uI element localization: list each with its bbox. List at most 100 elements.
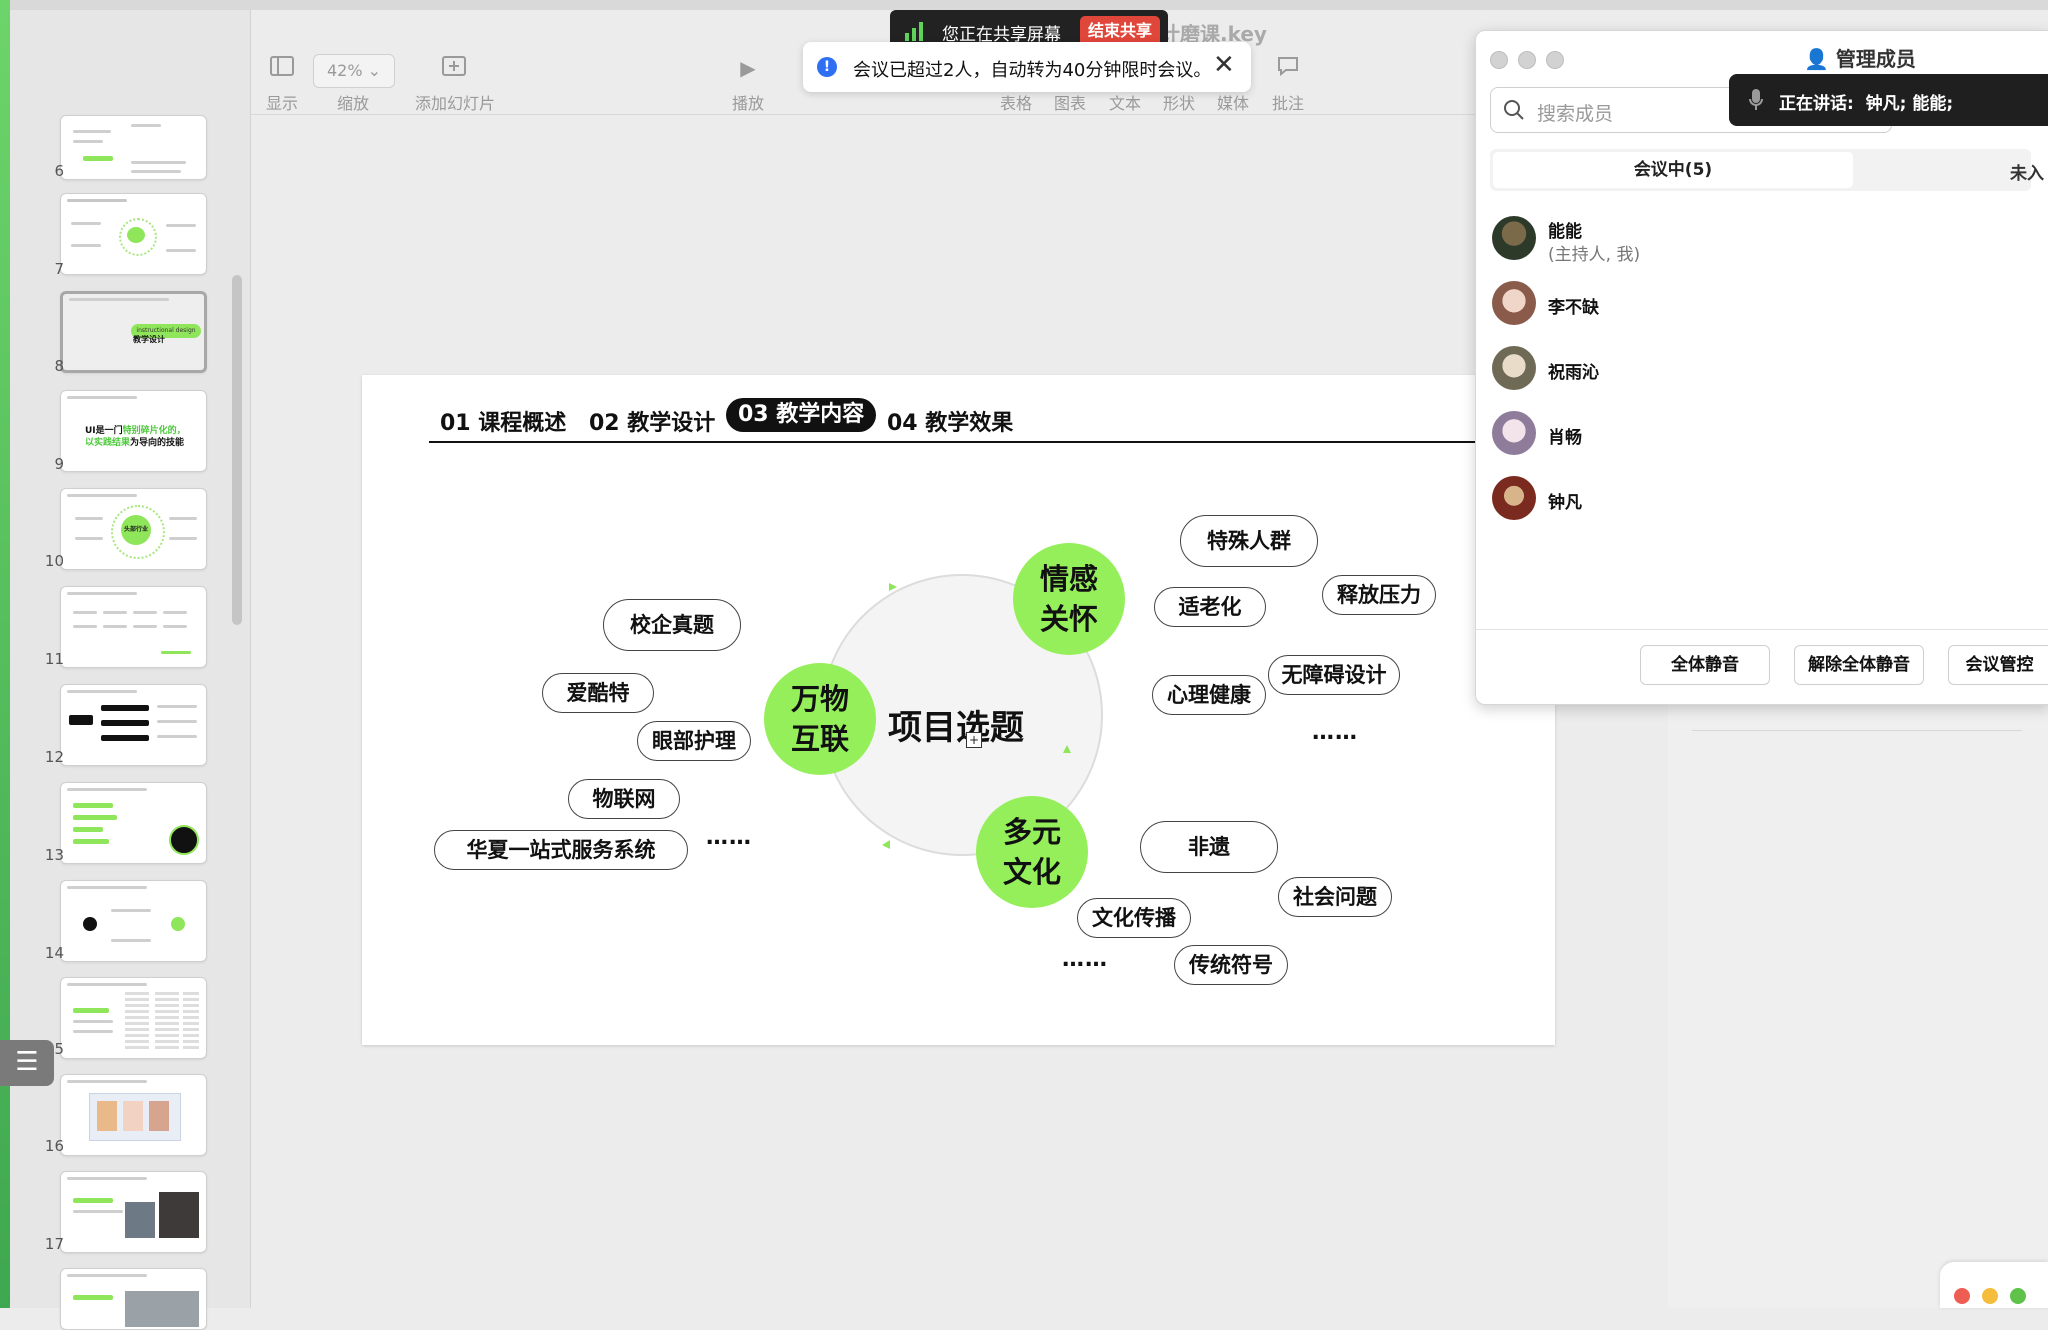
slide-thumbnail[interactable] [60,1171,207,1253]
panel-divider [1476,629,2048,630]
topic-pill: 无障碍设计 [1268,655,1400,695]
topic-pill: 华夏一站式服务系统 [434,830,688,870]
mute-all-button[interactable]: 全体静音 [1640,645,1770,685]
slide-thumbnail[interactable] [60,193,207,275]
meeting-control-button[interactable]: 会议管控 [1948,645,2048,685]
member-tabs: 会议中(5) 未入 [1490,149,2044,191]
slide-thumbnail[interactable] [60,977,207,1059]
shape-button[interactable]: 形状 [1162,94,1195,113]
outline-list-icon[interactable]: ☰ [0,1040,54,1086]
text-button[interactable]: 文本 [1108,94,1141,113]
chart-button[interactable]: 图表 [1053,94,1086,113]
topic-pill: 眼部护理 [637,721,751,761]
speaking-names: 钟凡; 能能; [1865,94,1954,114]
ellipsis-text: …… [1062,947,1108,972]
avatar [1492,476,1536,520]
panel-minimize-button[interactable] [1518,51,1536,69]
signal-icon [905,22,923,41]
slide-number: 17 [44,1235,64,1253]
slide-thumbnail[interactable] [60,1268,207,1330]
slide-number: 13 [44,846,64,864]
avatar [1492,216,1536,260]
media-button[interactable]: 媒体 [1216,94,1249,113]
slide-thumbnail[interactable] [60,782,207,864]
manage-members-panel: 👤 管理成员 搜索成员 会议中(5) 未入 能能 (主持人, 我) 李不缺 祝雨… [1475,30,2048,705]
topic-pill: 校企真题 [603,599,741,651]
slide-thumbnail[interactable]: 头部行业APP [60,488,207,570]
add-slide-icon[interactable] [440,56,468,81]
comment-icon[interactable] [1274,56,1302,81]
slide-navigator: 6 7 instructional design 教学设计 8 UI是一门特别碎… [10,10,251,1330]
member-name: 祝雨沁 [1548,363,1599,383]
hub-care: 情感关怀 [1013,543,1125,655]
nav-item-content-active: 03 教学内容 [726,398,877,432]
member-name: 李不缺 [1548,298,1599,318]
panel-zoom-button[interactable] [1546,51,1564,69]
slide-tag: instructional design [131,324,201,338]
sidebar-view-icon[interactable] [268,56,296,81]
search-placeholder: 搜索成员 [1537,103,1614,125]
window-close-button[interactable] [1954,1288,1970,1304]
microphone-icon [1749,89,1763,110]
zoom-label: 缩放 [336,94,369,113]
slide-thumbnail[interactable] [60,586,207,668]
close-icon[interactable]: ✕ [1213,50,1235,80]
zoom-select[interactable]: 42% ⌄ [313,54,395,88]
member-role: (主持人, 我) [1548,245,1641,265]
toolbar-divider [250,114,2040,115]
slide-thumbnail[interactable] [60,880,207,962]
topic-pill: 适老化 [1154,587,1266,627]
cursor-crosshair-icon: + [966,732,982,748]
view-label: 显示 [265,94,298,113]
center-title: 项目选题 [888,708,1024,748]
nav-item-effect: 04 教学效果 [887,411,1014,436]
member-name: 肖畅 [1548,428,1582,448]
sidebar-scrollbar[interactable] [232,275,242,625]
topic-pill: 爱酷特 [542,673,654,713]
nav-item-overview: 01 课程概述 [440,411,567,436]
slide-number: 14 [44,944,64,962]
window-zoom-button[interactable] [2010,1288,2026,1304]
notice-text: 会议已超过2人，自动转为40分钟限时会议。 [853,60,1212,81]
nav-underline [429,441,1555,443]
table-button[interactable]: 表格 [999,94,1032,113]
tab-not-joined[interactable]: 未入 [2010,164,2044,184]
panel-close-button[interactable] [1490,51,1508,69]
member-name: 钟凡 [1548,493,1582,513]
slide-number: 9 [54,455,64,473]
comment-label: 批注 [1271,94,1304,113]
slide-thumbnail[interactable]: UI是一门特别碎片化的， 以实践结果为导向的技能 [60,390,207,472]
panel-title-text: 管理成员 [1835,47,1916,71]
slide-number: 6 [54,162,64,180]
member-search-input[interactable]: 搜索成员 [1490,87,1892,133]
slide-number: 7 [54,260,64,278]
meeting-notice: ! 会议已超过2人，自动转为40分钟限时会议。 ✕ [803,42,1251,92]
topic-pill: 社会问题 [1278,877,1392,917]
topic-pill: 特殊人群 [1180,515,1318,567]
slide-text-highlight: 特别碎片化的， [122,426,186,436]
panel-title: 👤 管理成员 [1804,43,1916,72]
members-icon: 👤 [1804,47,1829,71]
slide-title: 教学设计 [133,335,165,344]
slide-thumbnail[interactable] [60,115,207,180]
topic-pill: 物联网 [568,779,680,819]
slide-thumbnail-current[interactable]: instructional design 教学设计 [60,291,207,373]
stop-share-button[interactable]: 结束共享 [1080,16,1160,46]
floating-window-corner [1940,1262,2048,1308]
member-name: 能能 [1548,222,1582,242]
nav-item-design: 02 教学设计 [589,411,716,436]
unmute-all-button[interactable]: 解除全体静音 [1794,645,1924,685]
slide-number: 8 [54,357,64,375]
slide-canvas[interactable]: 01 课程概述 02 教学设计 03 教学内容 04 教学效果 项目选题 + 万… [362,375,1555,1045]
tab-in-meeting[interactable]: 会议中(5) [1493,152,1853,188]
slide-thumbnail[interactable] [60,684,207,766]
topic-pill: 心理健康 [1152,675,1266,715]
slide-text: UI是一门 [85,426,123,436]
window-minimize-button[interactable] [1982,1288,1998,1304]
hub-culture: 多元文化 [976,796,1088,908]
share-status: 您正在共享屏幕 [942,25,1061,45]
avatar [1492,281,1536,325]
slide-thumbnail[interactable] [60,1074,207,1156]
play-icon[interactable]: ▶ [740,56,756,80]
speaking-label: 正在讲话: [1779,94,1854,114]
